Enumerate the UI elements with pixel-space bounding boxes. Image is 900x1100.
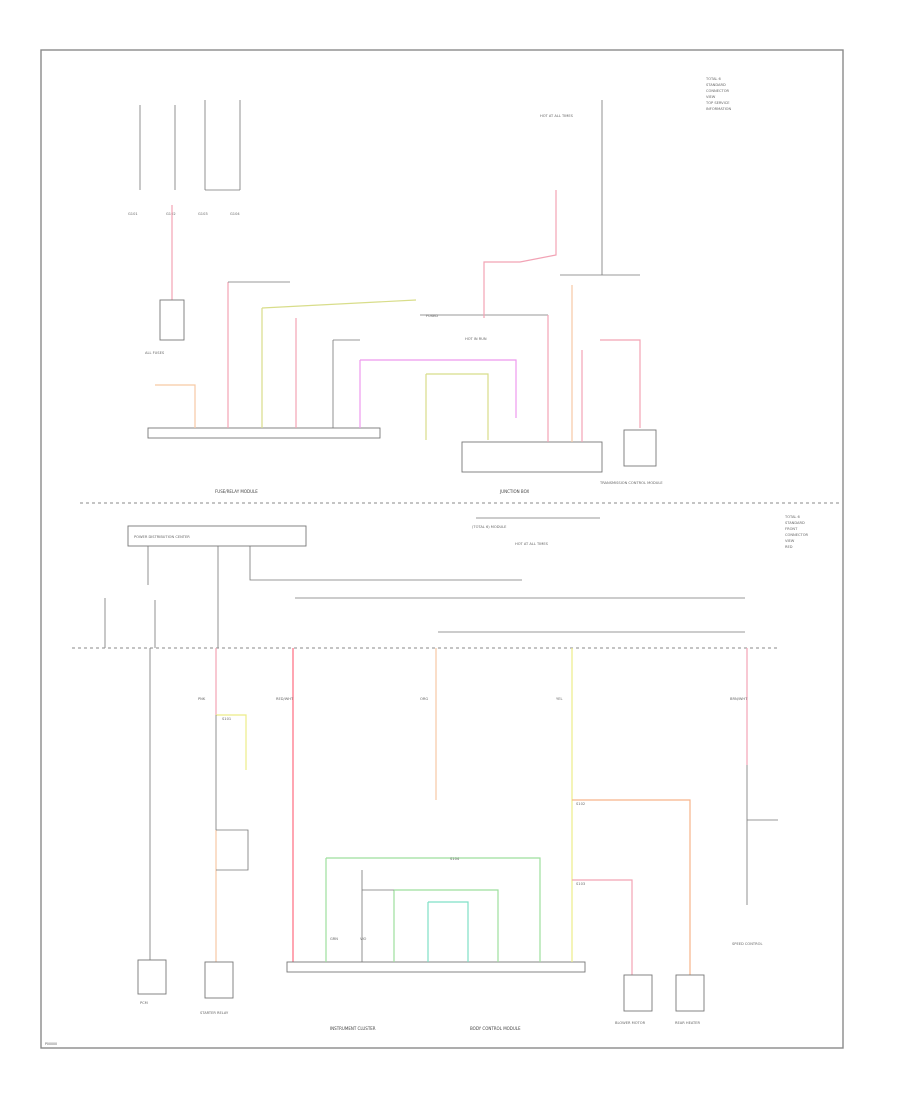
top-right-notes: TOTAL 6 STANDARD CONNECTOR VIEW TOP SERV… (705, 77, 732, 111)
svg-text:INFORMATION: INFORMATION (706, 107, 732, 111)
svg-text:G101: G101 (128, 212, 138, 216)
right-component-label: TRANSMISSION CONTROL MODULE (599, 481, 663, 485)
top-section: G101 G102 G103 G104 ALL FUSES FUSE/RELAY… (128, 77, 732, 494)
splice-4: S104 (450, 857, 460, 861)
blower-motor-box (623, 974, 653, 1012)
svg-text:CONNECTOR: CONNECTOR (785, 533, 809, 537)
svg-text:G104: G104 (230, 212, 240, 216)
wire-label-2: PNK (198, 697, 206, 701)
left-fuse-cluster: G101 G102 G103 G104 (128, 100, 241, 216)
rear-heater-label: REAR HEATER (675, 1021, 700, 1025)
page-id: P00000 (45, 1042, 57, 1046)
pcm-label: PCM (140, 1001, 148, 1005)
instrument-cluster-label: INSTRUMENT CLUSTER (330, 1026, 376, 1031)
svg-text:TOP SERVICE: TOP SERVICE (705, 101, 730, 105)
svg-text:RED: RED (785, 545, 793, 549)
svg-text:VIEW: VIEW (706, 95, 716, 99)
instrument-cluster-strip (286, 961, 586, 973)
bus-label: FUSED (426, 314, 438, 318)
header-box-label: POWER DISTRIBUTION CENTER (134, 535, 190, 539)
svg-text:STANDARD: STANDARD (706, 83, 726, 87)
wire-label-3: GRN (330, 937, 338, 941)
fuse-module-label: FUSE/RELAY MODULE (215, 489, 258, 494)
note-left: (TOTAL 6) MODULE (472, 525, 507, 529)
hot-label-1: HOT AT ALL TIMES (540, 114, 574, 118)
junction-box-strip (461, 441, 603, 473)
wire-label-5: ORG (420, 697, 428, 701)
diagram-frame (40, 49, 844, 1049)
hot-label-2: HOT IN RUN (465, 337, 487, 341)
svg-text:TOTAL 6: TOTAL 6 (705, 77, 722, 81)
wire-label-7: BRN/WHT (730, 697, 748, 701)
power-distribution-header (127, 525, 307, 547)
bottom-section: POWER DISTRIBUTION CENTER (TOTAL 6) MODU… (72, 515, 809, 1031)
starter-relay-box (204, 961, 234, 999)
svg-text:FRONT: FRONT (785, 527, 798, 531)
left-box-label: ALL FUSES (145, 351, 165, 355)
body-control-label: BODY CONTROL MODULE (470, 1026, 521, 1031)
wire-label-4: YEL (556, 697, 562, 701)
note-mid: HOT AT ALL TIMES (515, 542, 549, 546)
splice-2: S102 (576, 802, 585, 806)
all-fuses-box (159, 299, 185, 341)
wire-label-6: VIO (360, 937, 367, 941)
svg-text:TOTAL 6: TOTAL 6 (784, 515, 801, 519)
speed-control-label: SPEED CONTROL (732, 942, 762, 946)
blower-motor-label: BLOWER MOTOR (615, 1021, 646, 1025)
splice-3: S103 (576, 882, 585, 886)
starter-relay-label: STARTER RELAY (200, 1011, 229, 1015)
svg-text:VIEW: VIEW (785, 539, 795, 543)
junction-box-label: JUNCTION BOX (499, 489, 529, 494)
splice-1: S101 (222, 717, 231, 721)
transmission-control-module (623, 429, 657, 467)
fuse-module-strip (147, 427, 381, 439)
mid-right-notes: TOTAL 6 STANDARD FRONT CONNECTOR VIEW RE… (784, 515, 809, 549)
svg-text:STANDARD: STANDARD (785, 521, 805, 525)
pcm-box (137, 959, 167, 995)
svg-text:G102: G102 (166, 212, 176, 216)
svg-text:CONNECTOR: CONNECTOR (706, 89, 730, 93)
svg-text:G103: G103 (198, 212, 208, 216)
rear-heater-box (675, 974, 705, 1012)
wire-label-1: RED/WHT (276, 697, 294, 701)
